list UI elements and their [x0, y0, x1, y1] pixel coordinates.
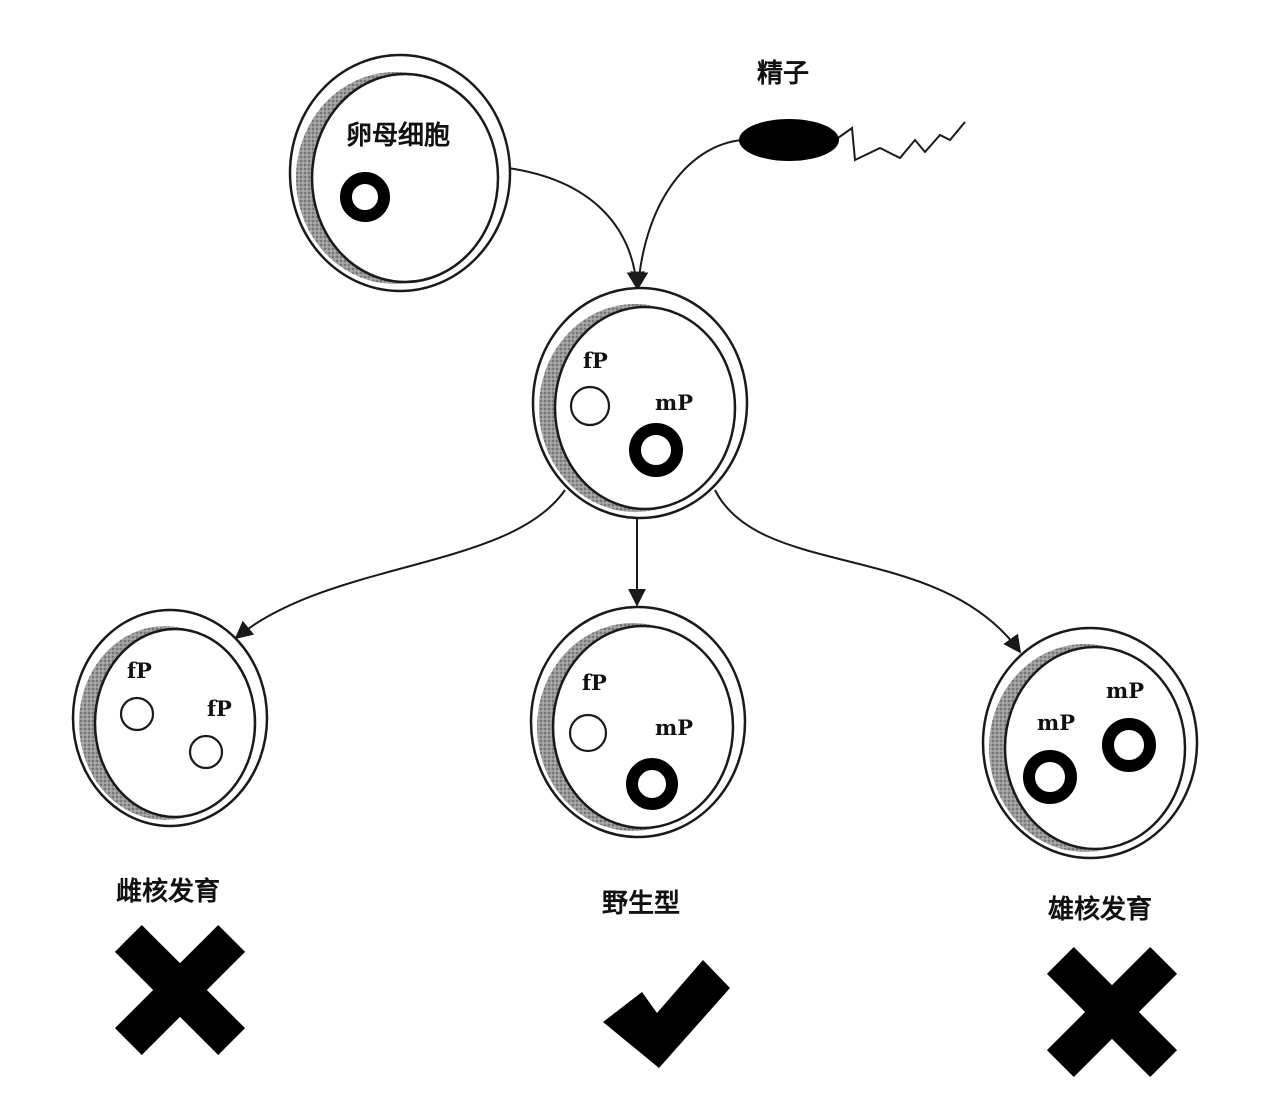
arrow-zygote-to-androgenetic: [714, 489, 1022, 654]
oocyte-nucleus: [340, 172, 390, 222]
arrow-oocyte-to-zygote: [507, 167, 645, 290]
zygote-cell: fP mP: [531, 286, 749, 520]
gynogenetic-fp1-label: fP: [127, 658, 152, 683]
zygote-female-pronucleus: [569, 385, 611, 427]
check-icon: [603, 960, 730, 1068]
sperm-head: [739, 119, 839, 161]
androgenetic-cell: mP mP: [981, 626, 1199, 860]
cross-icon: [114, 924, 246, 1056]
androgenetic-male-pronucleus-1: [1023, 750, 1077, 804]
wildtype-mp-label: mP: [655, 715, 693, 740]
sperm-tail: [837, 121, 966, 162]
gynogenetic-caption: 雌核发育: [116, 876, 220, 907]
wildtype-caption: 野生型: [602, 889, 680, 919]
gynogenetic-female-pronucleus-2: [188, 734, 224, 770]
androgenetic-male-pronucleus-2: [1102, 718, 1156, 772]
arrow-zygote-to-gynogenetic: [234, 489, 566, 640]
wildtype-fp-label: fP: [582, 670, 607, 695]
arrows: [234, 139, 1022, 654]
sperm: 精子: [739, 59, 966, 162]
oocyte-label: 卵母细胞: [346, 120, 450, 151]
arrow-sperm-to-zygote: [630, 139, 743, 290]
oocyte-cell: 卵母细胞: [288, 53, 512, 293]
zygote-mp-label: mP: [655, 390, 693, 415]
zygote-fp-label: fP: [583, 348, 608, 373]
gynogenetic-fp2-label: fP: [207, 696, 232, 721]
wildtype-male-pronucleus: [626, 758, 678, 810]
cross-icon: [1046, 946, 1178, 1078]
gynogenetic-cell: fP fP: [71, 608, 269, 828]
zygote-male-pronucleus: [629, 423, 683, 477]
sperm-label: 精子: [757, 59, 809, 89]
wildtype-cell: fP mP: [529, 605, 747, 839]
androgenetic-mp2-label: mP: [1106, 678, 1144, 703]
gynogenetic-female-pronucleus-1: [119, 696, 155, 732]
androgenetic-caption: 雄核发育: [1047, 894, 1152, 925]
wildtype-female-pronucleus: [568, 713, 608, 753]
androgenetic-mp1-label: mP: [1037, 710, 1075, 735]
